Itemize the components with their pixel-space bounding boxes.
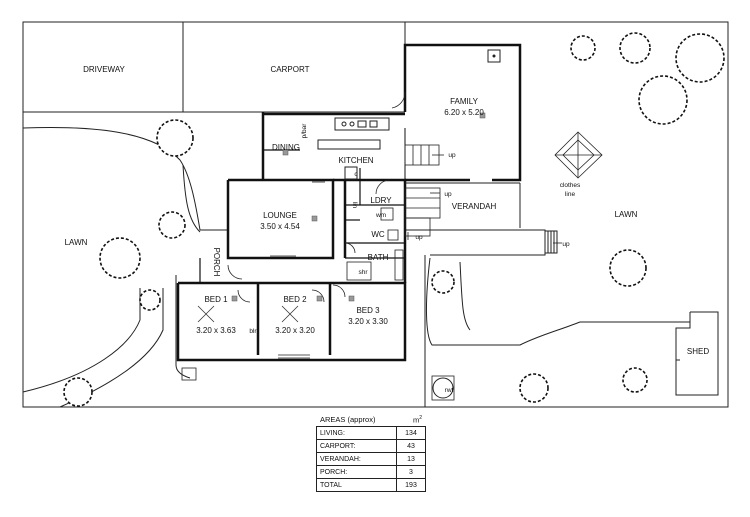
area-total-label: TOTAL — [316, 478, 397, 492]
area-row: LIVING:134 — [316, 426, 426, 440]
verandah-outline — [405, 182, 521, 228]
area-value: 13 — [396, 452, 426, 466]
rwt-tank — [432, 377, 454, 399]
area-value: 3 — [396, 465, 426, 479]
areas-unit: m2 — [412, 414, 422, 425]
area-total-value: 193 — [396, 478, 426, 492]
label-porch: PORCH — [212, 248, 221, 277]
tree-icons — [63, 32, 725, 407]
label-lawn-right: LAWN — [615, 210, 638, 219]
areas-header: AREAS (approx) m2 — [316, 410, 426, 426]
shed-outline — [675, 311, 719, 396]
label-ldry: LDRY — [370, 196, 392, 205]
door-swings — [227, 179, 391, 303]
area-value: 134 — [396, 426, 426, 440]
label-bed1-size: 3.20 x 3.63 — [196, 326, 236, 335]
windows — [270, 181, 325, 359]
label-clothesline-2: line — [565, 191, 576, 198]
ldry-steps — [404, 187, 441, 237]
label-carport: CARPORT — [271, 65, 310, 74]
internal-walls — [199, 149, 405, 283]
label-robe: blr — [249, 328, 257, 335]
label-bed3-size: 3.20 x 3.30 — [348, 317, 388, 326]
label-family-size: 6.20 x 5.20 — [444, 108, 484, 117]
label-up-ldry: up — [444, 191, 452, 198]
label-family: FAMILY — [450, 97, 479, 106]
area-label: LIVING: — [316, 426, 397, 440]
label-lounge-size: 3.50 x 4.54 — [260, 222, 300, 231]
label-lounge: LOUNGE — [263, 211, 297, 220]
family-fireplace — [487, 49, 501, 63]
site-boundary — [22, 21, 729, 408]
up-arrows — [407, 154, 562, 244]
area-row: PORCH:3 — [316, 465, 426, 479]
label-driveway: DRIVEWAY — [83, 65, 125, 74]
label-bath: BATH — [368, 253, 389, 262]
label-dining: DINING — [272, 143, 300, 152]
label-wm: wm — [375, 212, 386, 219]
label-wc: WC — [371, 230, 385, 239]
outlet-markers — [231, 112, 486, 302]
label-kitchen: KITCHEN — [338, 156, 373, 165]
house-walls — [176, 112, 407, 362]
front-step — [181, 367, 197, 381]
label-up-lawn: up — [562, 241, 570, 248]
label-up-family: up — [448, 152, 456, 159]
label-bed3: BED 3 — [356, 306, 380, 315]
label-pantry: p/bar — [301, 123, 308, 139]
kitchen-benches — [317, 117, 390, 180]
label-verandah: VERANDAH — [452, 202, 497, 211]
label-up-verandah: up — [415, 234, 423, 241]
label-clothesline-1: clothes — [560, 182, 581, 189]
front-zone-lines — [23, 22, 406, 113]
family-door-swing — [391, 91, 406, 109]
area-row: CARPORT:43 — [316, 439, 426, 453]
label-bed2-size: 3.20 x 3.20 — [275, 326, 315, 335]
label-cupboard: c — [354, 171, 358, 178]
label-rwt: rwt — [445, 387, 454, 394]
area-value: 43 — [396, 439, 426, 453]
area-label: CARPORT: — [316, 439, 397, 453]
label-lawn-left: LAWN — [65, 238, 88, 247]
clothesline-icon — [554, 131, 603, 179]
area-label: VERANDAH: — [316, 452, 397, 466]
area-label: PORCH: — [316, 465, 397, 479]
label-bed1: BED 1 — [204, 295, 228, 304]
rear-paths — [405, 229, 690, 407]
label-shed: SHED — [687, 347, 709, 356]
ceiling-fans — [197, 305, 299, 323]
areas-title: AREAS (approx) — [320, 415, 376, 424]
area-row: VERANDAH:13 — [316, 452, 426, 466]
label-shower: shr — [358, 269, 368, 276]
label-linen: lin — [351, 202, 358, 209]
laundry-fixtures — [346, 207, 404, 281]
label-bed2: BED 2 — [283, 295, 307, 304]
